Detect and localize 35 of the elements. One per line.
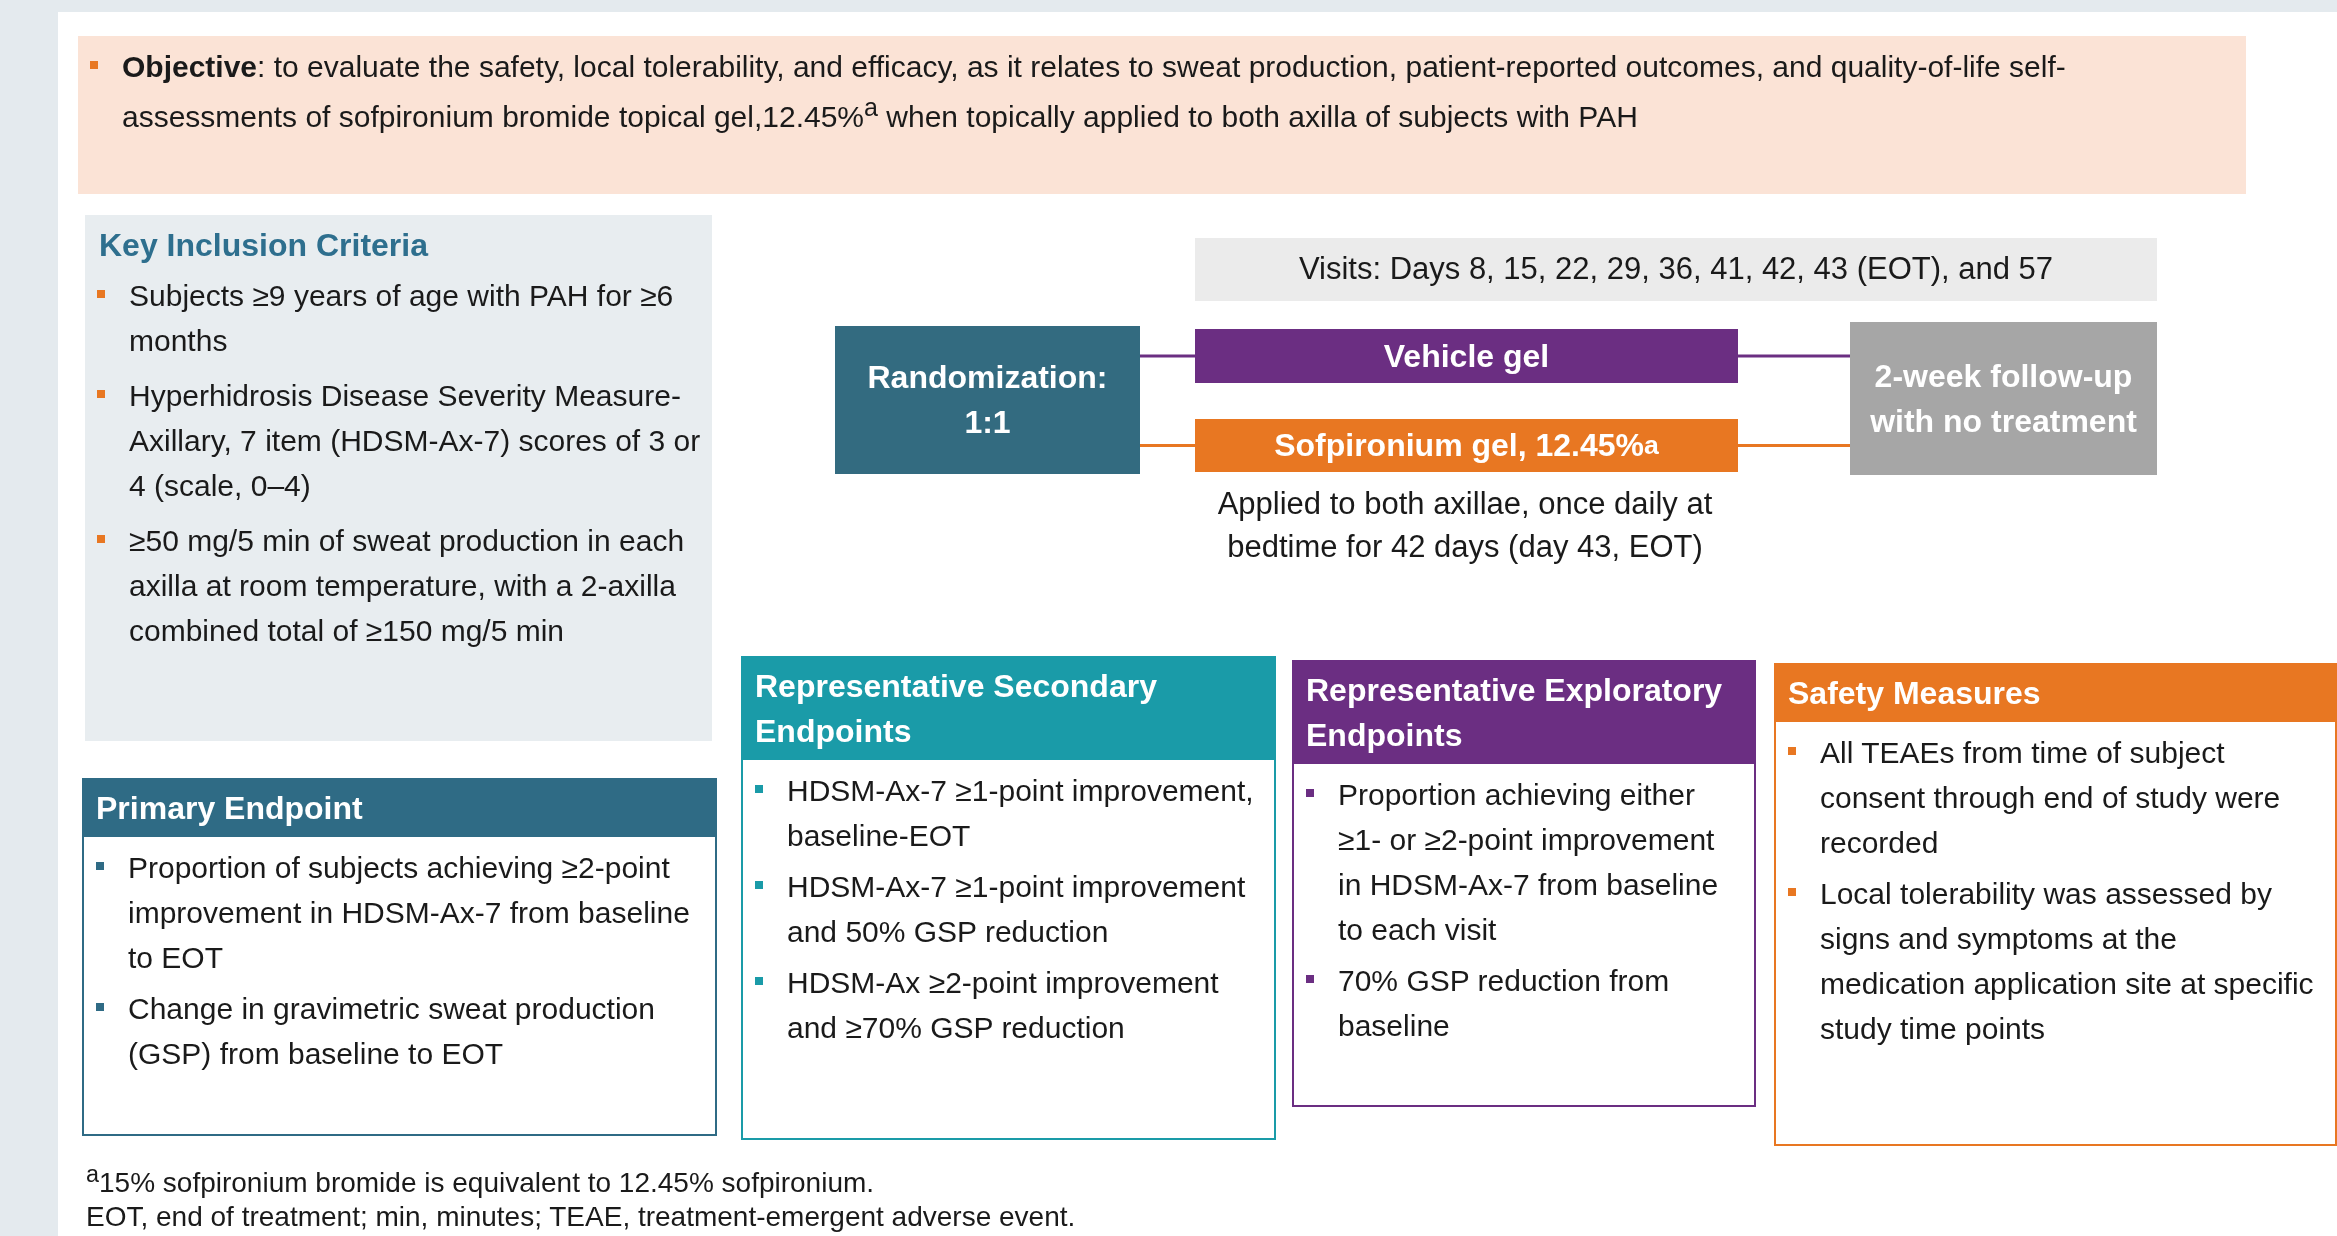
card-heading: Representative Secondary Endpoints bbox=[743, 658, 1274, 760]
visits-label: Visits: Days 8, 15, 22, 29, 36, 41, 42, 43 (EOT), and 57 bbox=[1195, 238, 2157, 301]
connector-line bbox=[1140, 444, 1195, 447]
bullet-item: Proportion achieving either ≥1- or ≥2-point improvement in HDSM-Ax-7 from baseline to each visit bbox=[1294, 771, 1742, 952]
treatment-arm-box: Vehicle gel bbox=[1195, 329, 1738, 383]
bullet-item: Local tolerability was assessed by signs and symptoms at the medication application site at specific study time points bbox=[1776, 870, 2323, 1051]
endpoint-card bbox=[1774, 663, 2337, 1146]
objective-panel bbox=[78, 36, 2246, 194]
follow-up-box: 2-week follow-up with no treatment bbox=[1850, 322, 2157, 475]
connector-line bbox=[1738, 444, 1850, 447]
bullet-item: Proportion of subjects achieving ≥2-point improvement in HDSM-Ax-7 from baseline to EOT bbox=[84, 844, 703, 980]
panel-heading: Key Inclusion Criteria bbox=[98, 226, 430, 265]
bullet-item: All TEAEs from time of subject consent through end of study were recorded bbox=[1776, 729, 2323, 865]
bullet-item: ≥50 mg/5 min of sweat production in each axilla at room temperature, with a 2-axilla combined total of ≥150 mg/5 min bbox=[85, 518, 702, 653]
bullet-item: Hyperhidrosis Disease Severity Measure-Axillary, 7 item (HDSM-Ax-7) scores of 3 or 4 (scale, 0–4) bbox=[85, 373, 702, 508]
bullet-item: 70% GSP reduction from baseline bbox=[1294, 957, 1742, 1048]
bullet-item: HDSM-Ax-7 ≥1-point improvement and 50% GSP reduction bbox=[743, 863, 1262, 954]
bullet-item: HDSM-Ax ≥2-point improvement and ≥70% GSP reduction bbox=[743, 959, 1262, 1050]
footnote: $^{a}$15% sofpironium bromide is equivalent to 12.45% sofpironium. bbox=[86, 1160, 875, 1201]
endpoint-card bbox=[741, 656, 1276, 1140]
objective-text: Objective: to evaluate the safety, local tolerability, and efficacy, as it relates to sweat production, patient-reported outcomes, and quality-of-life self-assessments of sofpironium bromide topical gel,12.45%$^{a}$ when topically applied to both axilla of subjects with PAH bbox=[78, 44, 2226, 139]
card-heading: Representative Exploratory Endpoints bbox=[1294, 662, 1754, 764]
connector-line bbox=[1738, 354, 1850, 358]
criteria-panel bbox=[85, 215, 712, 741]
randomization-box: Randomization: 1:1 bbox=[835, 326, 1140, 474]
bullet-item: Change in gravimetric sweat production (GSP) from baseline to EOT bbox=[84, 985, 703, 1076]
caption-text: Applied to both axillae, once daily at bedtime for 42 days (day 43, EOT) bbox=[1216, 485, 1714, 567]
connector-line bbox=[1140, 354, 1195, 358]
endpoint-card bbox=[1292, 660, 1756, 1107]
bullet-item: Subjects ≥9 years of age with PAH for ≥6 months bbox=[85, 273, 702, 363]
card-heading: Primary Endpoint bbox=[84, 780, 715, 837]
bullet-item: HDSM-Ax-7 ≥1-point improvement, baseline-EOT bbox=[743, 767, 1262, 858]
endpoint-card bbox=[82, 778, 717, 1136]
card-heading: Safety Measures bbox=[1776, 665, 2335, 722]
footnote: EOT, end of treatment; min, minutes; TEAE, treatment-emergent adverse event. bbox=[86, 1200, 1076, 1234]
